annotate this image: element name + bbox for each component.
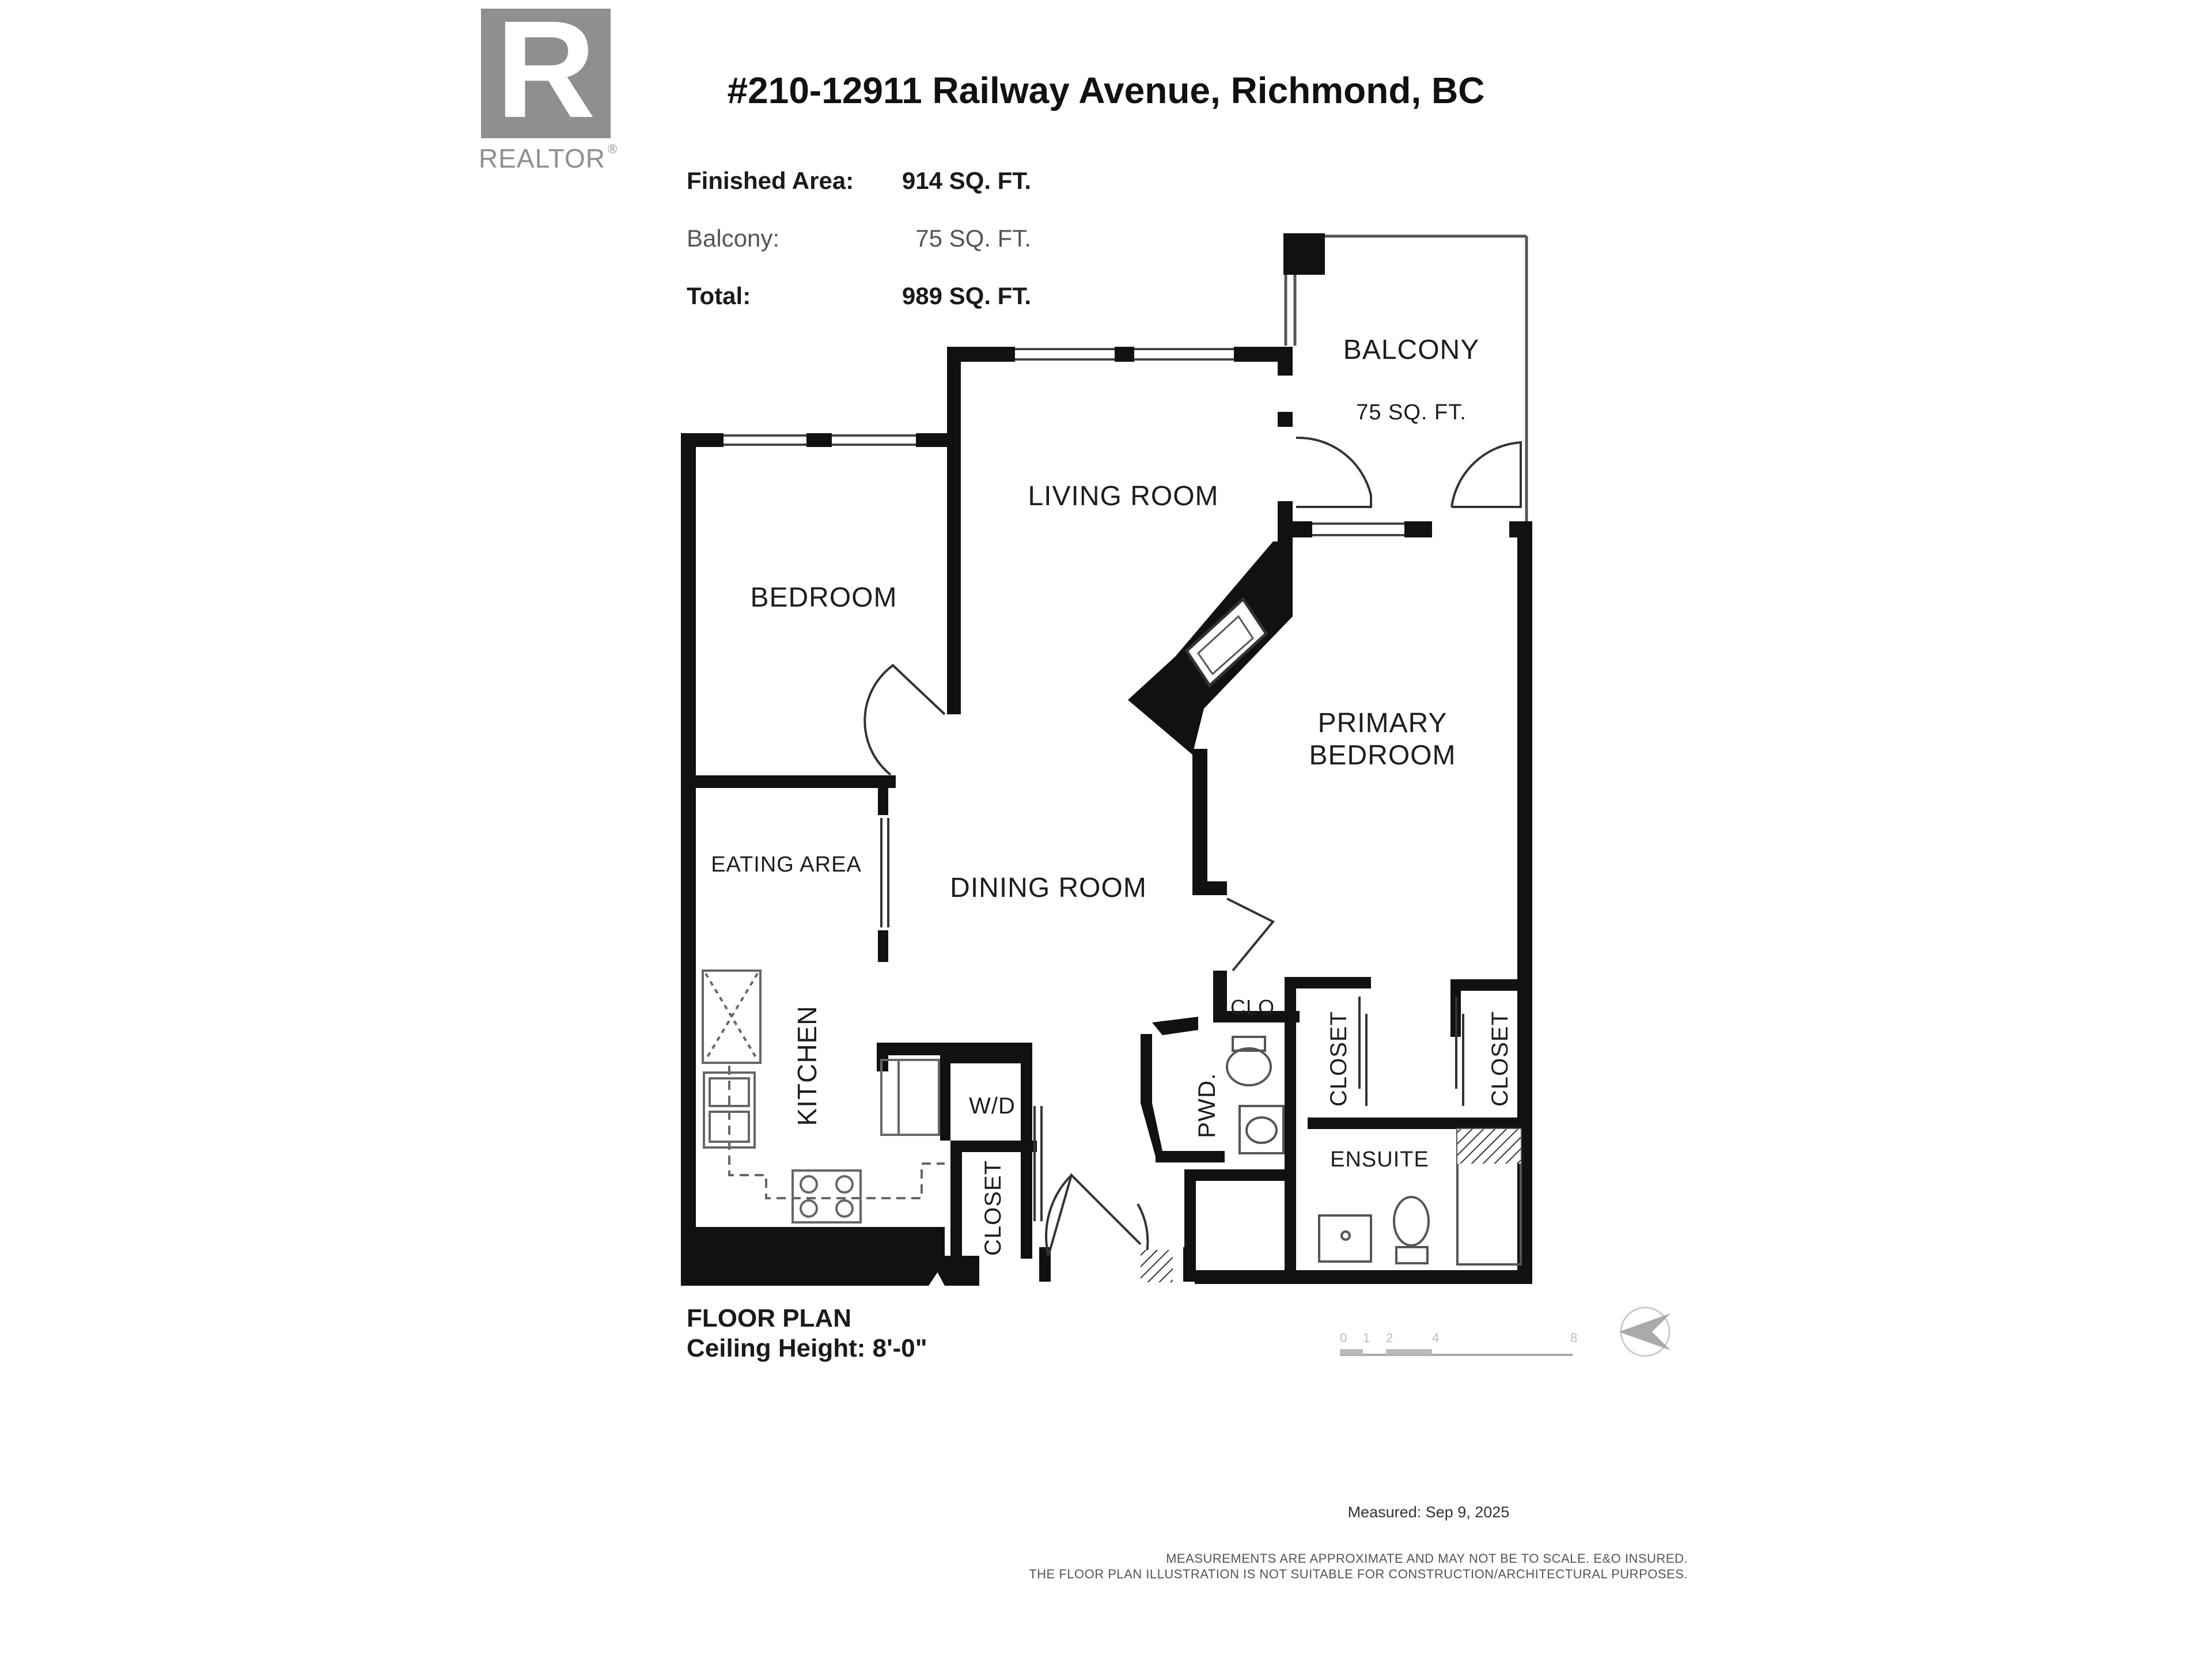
room-label-ensuite: ENSUITE — [1330, 1147, 1429, 1172]
balcony-area-label: Balcony: — [687, 225, 780, 252]
room-label-bedroom: BEDROOM — [750, 582, 897, 613]
windows — [724, 348, 1404, 536]
entry-hatch — [1141, 1250, 1173, 1282]
scale-ticks: 0 1 2 4 8 — [1340, 1331, 1582, 1348]
room-label-hall-closet: CLOSET — [980, 1160, 1006, 1256]
logo-registered-mark: ® — [608, 142, 618, 156]
disclaimer-line-1: MEASUREMENTS ARE APPROXIMATE AND MAY NOT… — [1166, 1551, 1688, 1566]
room-label-wd: W/D — [969, 1093, 1016, 1119]
scale-tick-2: 2 — [1386, 1331, 1393, 1345]
room-label-kitchen: KITCHEN — [792, 1005, 822, 1126]
room-label-primary-bedroom-line2: BEDROOM — [1309, 740, 1456, 771]
balcony-area-value: 75 SQ. FT. — [915, 225, 1031, 252]
balcony-area-note: 75 SQ. FT. — [1356, 400, 1467, 425]
total-area-label: Total: — [687, 282, 751, 309]
ceiling-height: Ceiling Height: 8'-0" — [687, 1334, 927, 1362]
scale-bar — [1340, 1349, 1573, 1356]
realtor-logo: R — [481, 0, 611, 138]
kitchen-fixtures — [702, 969, 945, 1224]
shower-hatch — [1457, 1129, 1521, 1164]
balcony-railing — [1284, 234, 1528, 536]
floor-slab — [681, 1227, 945, 1286]
room-label-closet-right: CLOSET — [1487, 1010, 1513, 1107]
disclaimer-line-2: THE FLOOR PLAN ILLUSTRATION IS NOT SUITA… — [1029, 1567, 1688, 1581]
finished-area-value: 914 SQ. FT. — [902, 167, 1031, 194]
balcony-column — [1283, 233, 1325, 275]
total-area-value: 989 SQ. FT. — [902, 282, 1031, 309]
scale-tick-4: 4 — [1432, 1331, 1440, 1345]
logo-wordmark: REALTOR — [479, 143, 606, 173]
scale-tick-0: 0 — [1340, 1331, 1347, 1345]
property-address: #210-12911 Railway Avenue, Richmond, BC — [727, 70, 1485, 111]
scale-tick-1: 1 — [1363, 1331, 1370, 1345]
logo-letter: R — [495, 0, 596, 146]
fireplace — [1128, 541, 1293, 755]
door-swings — [863, 436, 1522, 1256]
measured-date: Measured: Sep 9, 2025 — [1347, 1503, 1510, 1521]
room-label-closet-left: CLOSET — [1326, 1010, 1351, 1107]
finished-area-label: Finished Area: — [687, 167, 854, 194]
room-label-living-room: LIVING ROOM — [1028, 481, 1219, 512]
room-label-powder-room: PWD. — [1193, 1073, 1220, 1138]
sliding-doors — [880, 818, 1464, 1221]
interior-walls — [694, 749, 1532, 1282]
room-label-dining-room: DINING ROOM — [950, 873, 1147, 903]
room-label-balcony: BALCONY — [1343, 335, 1480, 365]
room-label-clo: CLO. — [1230, 995, 1282, 1019]
scale-tick-8: 8 — [1570, 1331, 1578, 1345]
room-label-eating-area: EATING AREA — [711, 853, 862, 877]
room-label-primary-bedroom-line1: PRIMARY — [1317, 708, 1448, 738]
north-arrow-icon — [1619, 1306, 1671, 1357]
plan-title: FLOOR PLAN — [687, 1304, 851, 1332]
